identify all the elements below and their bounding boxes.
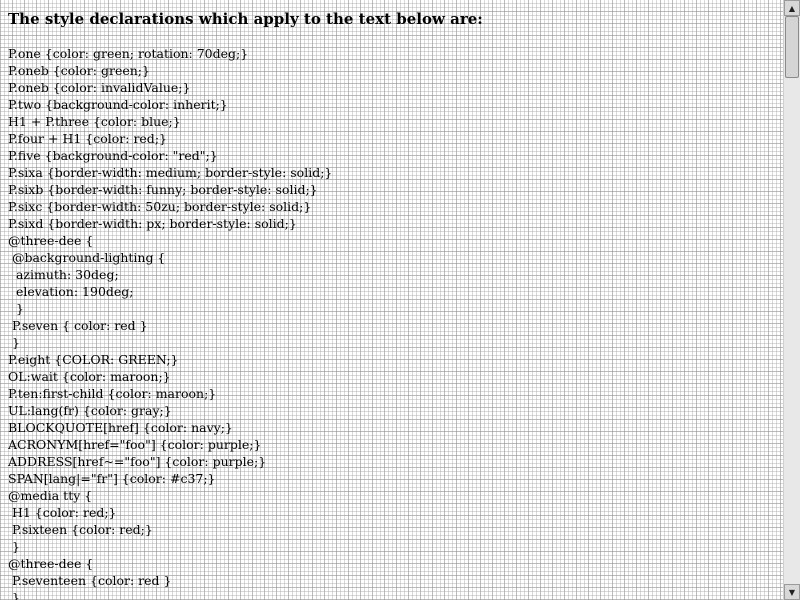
declaration-line: P.sixb {border-width: funny; border-styl… xyxy=(8,182,318,197)
declaration-line: SPAN[lang|="fr"] {color: #c37;} xyxy=(8,471,216,486)
declaration-line: OL:wait {color: maroon;} xyxy=(8,369,171,384)
chevron-up-icon: ▲ xyxy=(788,3,796,13)
declaration-line: P.oneb {color: invalidValue;} xyxy=(8,80,191,95)
declaration-line: H1 + P.three {color: blue;} xyxy=(8,114,181,129)
vertical-scrollbar[interactable]: ▲ ▼ xyxy=(783,0,800,600)
declaration-line: @background-lighting { xyxy=(8,250,166,265)
declaration-line: P.sixd {border-width: px; border-style: … xyxy=(8,216,297,231)
declaration-line: @three-dee { xyxy=(8,556,94,571)
page-heading: The style declarations which apply to th… xyxy=(8,10,483,28)
declaration-line: P.ten:first-child {color: maroon;} xyxy=(8,386,217,401)
declaration-line: elevation: 190deg; xyxy=(8,284,134,299)
declaration-line: } xyxy=(8,539,20,554)
declaration-line: ADDRESS[href~="foo"] {color: purple;} xyxy=(8,454,267,469)
declaration-line: @three-dee { xyxy=(8,233,94,248)
declaration-line: P.one {color: green; rotation: 70deg;} xyxy=(8,46,249,61)
scroll-down-button[interactable]: ▼ xyxy=(784,584,800,600)
declaration-line: BLOCKQUOTE[href] {color: navy;} xyxy=(8,420,233,435)
declaration-line: P.oneb {color: green;} xyxy=(8,63,150,78)
chevron-down-icon: ▼ xyxy=(788,587,796,597)
page-content: The style declarations which apply to th… xyxy=(0,0,783,600)
declaration-line: P.five {background-color: "red";} xyxy=(8,148,218,163)
declaration-line: P.sixc {border-width: 50zu; border-style… xyxy=(8,199,312,214)
declaration-line: P.four + H1 {color: red;} xyxy=(8,131,167,146)
declaration-line: P.eight {COLOR: GREEN;} xyxy=(8,352,179,367)
declaration-line: P.sixa {border-width: medium; border-sty… xyxy=(8,165,333,180)
declaration-line: } xyxy=(8,335,20,350)
declaration-line: } xyxy=(8,301,24,316)
declaration-line: azimuth: 30deg; xyxy=(8,267,119,282)
declaration-line: ACRONYM[href="foo"] {color: purple;} xyxy=(8,437,262,452)
declaration-line: } xyxy=(8,590,20,600)
declaration-line: UL:lang(fr) {color: gray;} xyxy=(8,403,172,418)
scroll-up-button[interactable]: ▲ xyxy=(784,0,800,16)
declaration-line: P.two {background-color: inherit;} xyxy=(8,97,228,112)
declaration-line: H1 {color: red;} xyxy=(8,505,117,520)
declaration-line: @media tty { xyxy=(8,488,93,503)
declaration-line: P.sixteen {color: red;} xyxy=(8,522,153,537)
scrollbar-thumb[interactable] xyxy=(785,16,799,78)
declaration-line: P.seven { color: red } xyxy=(8,318,148,333)
style-declarations-block: P.one {color: green; rotation: 70deg;} P.… xyxy=(8,45,332,600)
declaration-line: P.seventeen {color: red } xyxy=(8,573,172,588)
